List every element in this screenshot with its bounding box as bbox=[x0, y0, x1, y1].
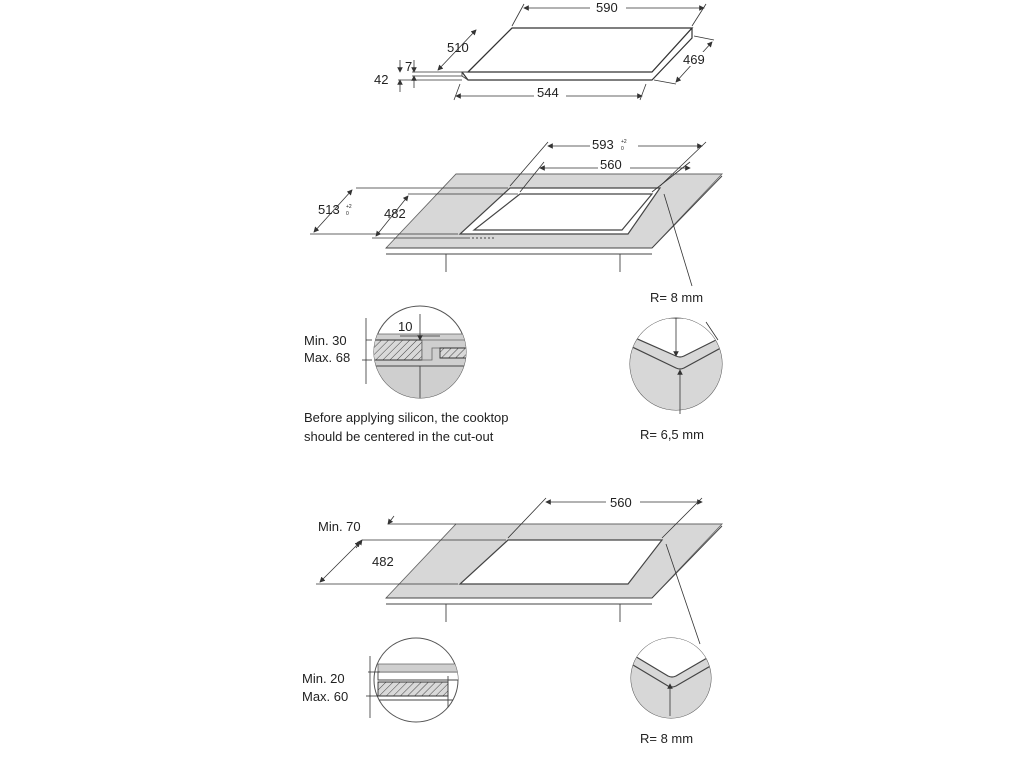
cooktop-view: 590 510 7 42 469 544 bbox=[374, 0, 715, 101]
flush-outer-depth-label: 513 bbox=[318, 202, 340, 217]
flush-inner-width-label: 560 bbox=[600, 157, 622, 172]
standard-width-label: 560 bbox=[610, 495, 632, 510]
total-height-label: 42 bbox=[374, 72, 388, 87]
flush-step-label: 10 bbox=[398, 319, 412, 334]
svg-text:0: 0 bbox=[621, 146, 624, 152]
flush-inner-depth-label: 482 bbox=[384, 206, 406, 221]
flush-cutout-view: 593 +2 0 560 513 +2 0 482 R= 8 mm bbox=[310, 136, 724, 305]
standard-corner-detail: R= 8 mm bbox=[630, 637, 712, 746]
flush-outer-width-label: 593 bbox=[592, 137, 614, 152]
cooktop-width-label: 590 bbox=[596, 0, 618, 15]
standard-edge-min-label: Min. 70 bbox=[318, 519, 361, 534]
flush-section-detail: 10 Min. 30 Max. 68 bbox=[304, 305, 467, 399]
flush-section-min-label: Min. 30 bbox=[304, 333, 347, 348]
flush-inner-radius-label: R= 6,5 mm bbox=[640, 427, 704, 442]
standard-cutout-view: 560 Min. 70 482 bbox=[316, 494, 724, 645]
cooktop-right-depth-label: 469 bbox=[683, 52, 705, 67]
svg-text:+2: +2 bbox=[346, 204, 352, 210]
centering-note-line1: Before applying silicon, the cooktop bbox=[304, 410, 509, 425]
standard-section-detail: Min. 20 Max. 60 bbox=[302, 637, 459, 723]
cooktop-top-surface bbox=[466, 27, 694, 73]
cooktop-front-width-label: 544 bbox=[537, 85, 559, 100]
standard-depth-label: 482 bbox=[372, 554, 394, 569]
flush-outer-radius-label: R= 8 mm bbox=[650, 290, 703, 305]
flush-inner-cutout bbox=[472, 193, 654, 231]
standard-section-min-label: Min. 20 bbox=[302, 671, 345, 686]
svg-text:+2: +2 bbox=[621, 139, 627, 145]
cooktop-depth-label: 510 bbox=[447, 40, 469, 55]
cooktop-front-edge bbox=[461, 28, 693, 81]
standard-cutout-opening bbox=[458, 539, 664, 585]
flush-corner-detail: R= 6,5 mm bbox=[629, 317, 723, 442]
svg-text:0: 0 bbox=[346, 211, 349, 217]
standard-radius-label: R= 8 mm bbox=[640, 731, 693, 746]
centering-note-line2: should be centered in the cut-out bbox=[304, 429, 494, 444]
flush-section-max-label: Max. 68 bbox=[304, 350, 350, 365]
standard-section-max-label: Max. 60 bbox=[302, 689, 348, 704]
glass-thickness-label: 7 bbox=[405, 59, 412, 74]
